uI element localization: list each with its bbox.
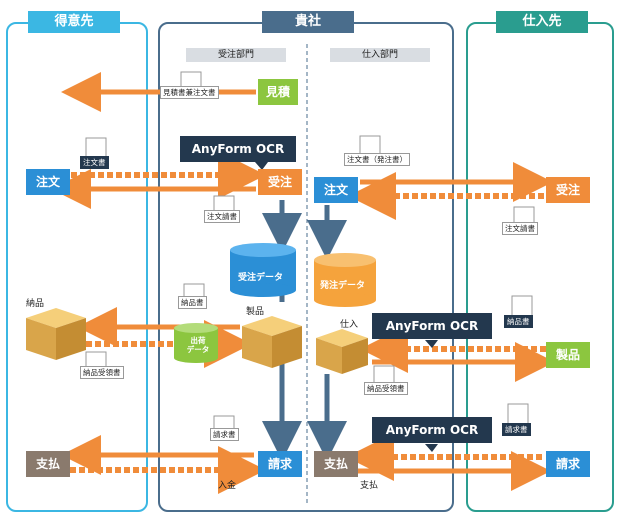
box-estimate: 見積 bbox=[258, 79, 298, 105]
label-received-data: 受注データ bbox=[238, 273, 284, 283]
ocr-banner-delivery: AnyForm OCR bbox=[372, 313, 492, 339]
label-purchase: 仕入 bbox=[340, 320, 359, 330]
box-supplier-receive: 受注 bbox=[546, 177, 590, 203]
box-order-customer: 注文 bbox=[26, 169, 70, 195]
ocr-banner-invoice: AnyForm OCR bbox=[372, 417, 492, 443]
carton-customer-icon bbox=[26, 308, 86, 360]
doc-estimate: 見積書兼注文書 bbox=[160, 86, 219, 99]
box-payment-customer: 支払 bbox=[26, 451, 70, 477]
doc-supplier-invoice: 請求書 bbox=[502, 423, 531, 436]
box-order-received: 受注 bbox=[258, 169, 302, 195]
box-supplier-invoice: 請求 bbox=[546, 451, 590, 477]
doc-delivery-receipt: 納品受領書 bbox=[80, 366, 124, 379]
header-company: 貴社 bbox=[262, 11, 354, 33]
doc-invoice: 請求書 bbox=[210, 428, 239, 441]
box-product-supplier: 製品 bbox=[546, 342, 590, 368]
header-supplier: 仕入先 bbox=[496, 11, 588, 33]
label-payment: 支払 bbox=[360, 481, 379, 491]
ocr-banner-order: AnyForm OCR bbox=[180, 136, 296, 162]
doc-supplier-receipt: 納品受領書 bbox=[364, 382, 408, 395]
carton-company-icon bbox=[242, 316, 302, 368]
box-purchase-order: 注文 bbox=[314, 177, 358, 203]
box-invoice: 請求 bbox=[258, 451, 302, 477]
doc-order-ack: 注文請書 bbox=[204, 210, 240, 223]
doc-po: 注文書（発注書） bbox=[344, 153, 410, 166]
dept-purchasing: 仕入部門 bbox=[330, 48, 430, 62]
carton-purchase-icon bbox=[316, 329, 368, 374]
shipping-data-cylinder bbox=[174, 323, 218, 363]
label-delivery: 納品 bbox=[26, 299, 45, 309]
doc-order: 注文書 bbox=[80, 156, 109, 169]
dept-sales: 受注部門 bbox=[186, 48, 286, 62]
label-deposit: 入金 bbox=[218, 481, 237, 491]
label-shipping-data: 出荷 データ bbox=[186, 336, 210, 354]
box-payment-company: 支払 bbox=[314, 451, 358, 477]
purchase-data-cylinder bbox=[314, 253, 376, 307]
label-product: 製品 bbox=[246, 307, 265, 317]
label-purchase-data: 発注データ bbox=[320, 281, 366, 291]
doc-supplier-delivery: 納品書 bbox=[504, 315, 533, 328]
received-data-cylinder bbox=[230, 243, 296, 297]
doc-delivery: 納品書 bbox=[178, 296, 207, 309]
header-customer: 得意先 bbox=[28, 11, 120, 33]
doc-po-ack: 注文請書 bbox=[502, 222, 538, 235]
